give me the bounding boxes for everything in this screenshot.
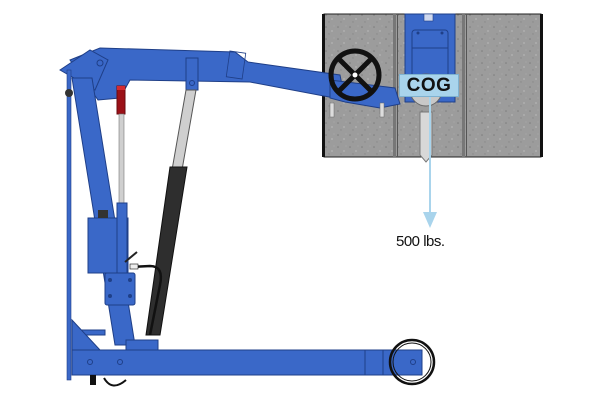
- rear-wheel-icon: [90, 375, 127, 387]
- handwheel-icon: [328, 48, 382, 102]
- pump-assembly: [87, 202, 138, 306]
- boom-arm: [59, 47, 401, 118]
- base-leg: [71, 318, 423, 376]
- hydraulic-cylinder: [129, 57, 199, 336]
- center-of-gravity-label: COG: [399, 74, 459, 97]
- load-weight-label: 500 lbs.: [396, 233, 445, 250]
- pump-handle: [116, 85, 126, 205]
- load-arrow-icon: [423, 95, 437, 228]
- front-wheel-icon: [388, 338, 436, 386]
